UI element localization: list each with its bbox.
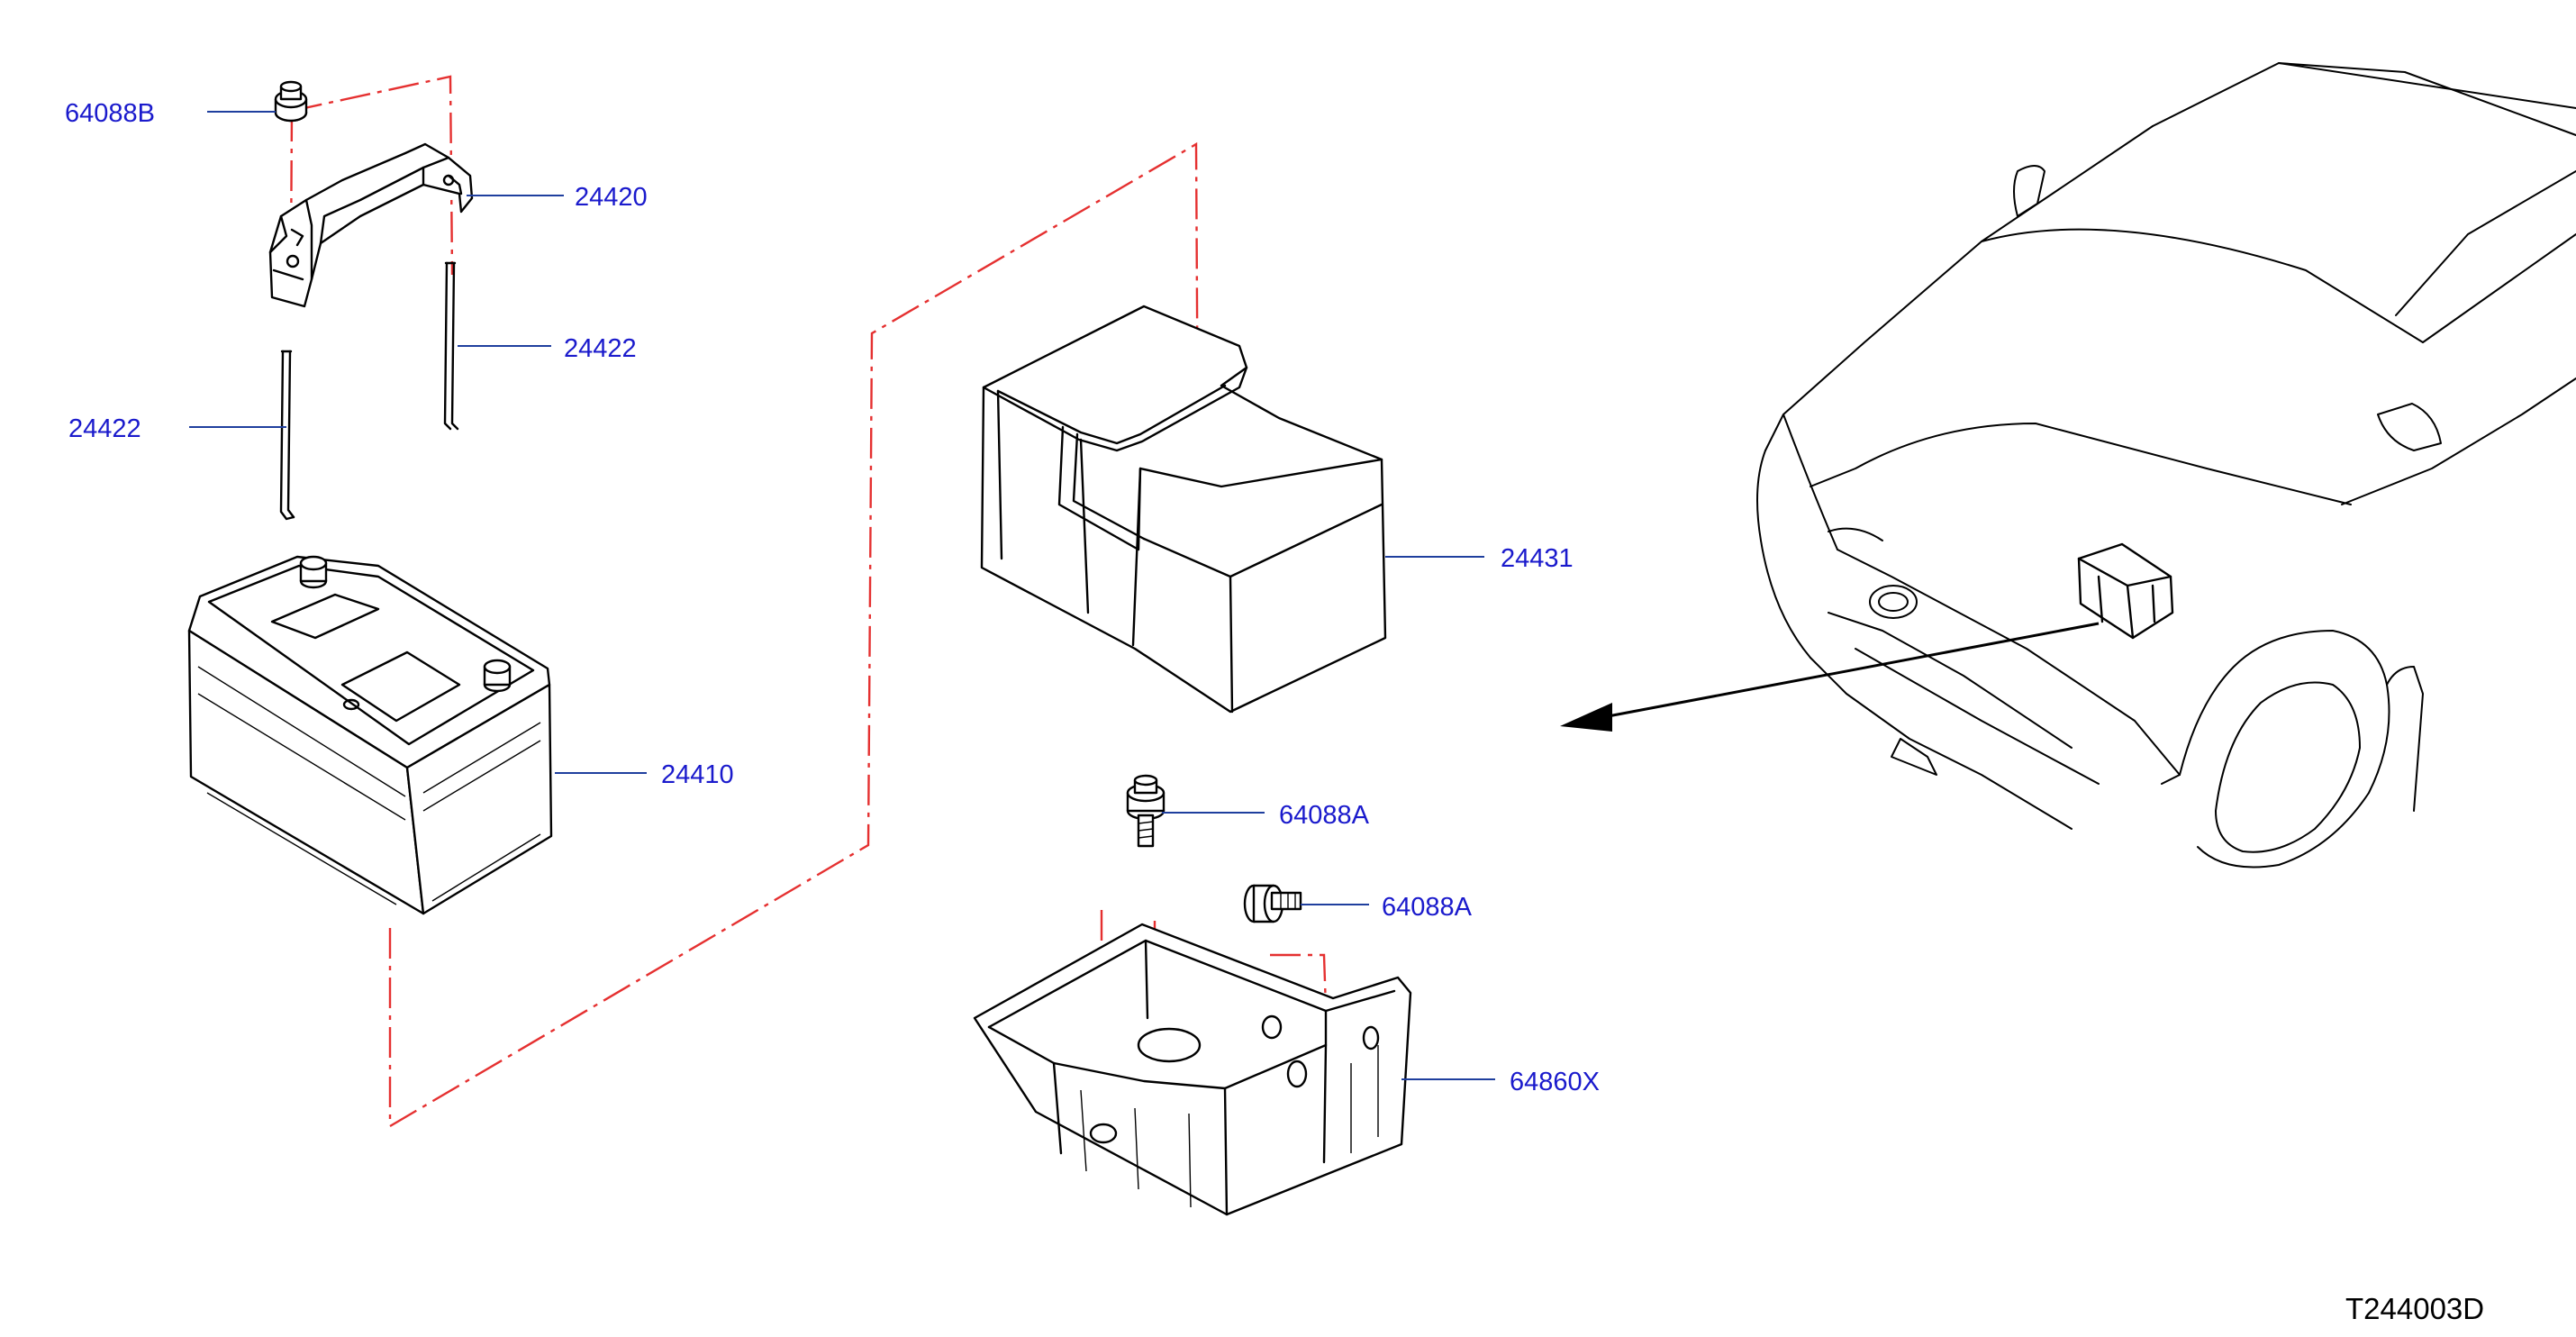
location-arrow-icon (1560, 622, 2100, 732)
part-label-24420: 24420 (575, 183, 648, 212)
bolt-1-drawing (1126, 774, 1166, 848)
part-label-64088A-2: 64088A (1382, 893, 1473, 922)
battery-tray-drawing (973, 923, 1412, 1216)
rod-left-drawing (279, 350, 295, 521)
part-label-24422-right: 24422 (564, 334, 637, 363)
battery-location-marker (2077, 542, 2174, 640)
part-label-64860X: 64860X (1510, 1068, 1600, 1096)
part-label-64088A-1: 64088A (1279, 801, 1370, 830)
part-label-64088B: 64088B (65, 99, 155, 128)
battery-drawing (187, 555, 553, 915)
battery-cover-drawing (980, 305, 1387, 714)
part-number-labels: 64088B 24420 24422 24422 24431 24410 640… (65, 99, 1600, 1096)
nut-64088B-drawing (274, 80, 308, 123)
diagram-code: T244003D (2345, 1292, 2484, 1325)
bolt-2-drawing (1243, 884, 1302, 923)
rod-right-drawing (443, 261, 459, 431)
leader-lines (189, 111, 1495, 1080)
battery-frame-drawing (268, 142, 474, 308)
part-label-24431: 24431 (1501, 544, 1574, 573)
vehicle-location-sketch (1756, 62, 2576, 869)
part-label-24422-left: 24422 (68, 414, 141, 443)
part-label-24410: 24410 (661, 760, 734, 789)
